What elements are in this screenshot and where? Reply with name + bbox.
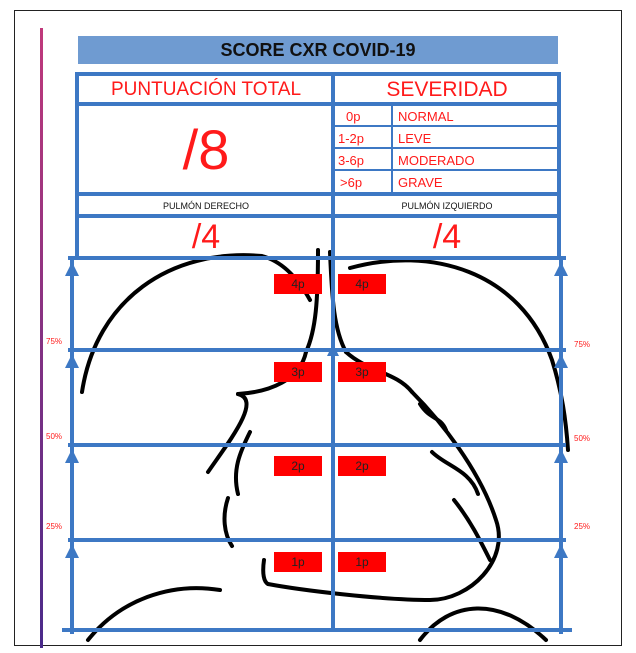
severity-points: 0p — [346, 106, 360, 126]
zone-4-right-badge: 4p — [274, 274, 322, 294]
severity-points: >6p — [340, 172, 362, 192]
zone-3-left-badge: 3p — [338, 362, 386, 382]
right-lung-score: /4 — [80, 218, 332, 256]
severity-label: GRAVE — [398, 172, 443, 192]
arrowhead — [554, 544, 568, 558]
percent-label-right: 75% — [574, 340, 590, 349]
left-lung-label: PULMÓN IZQUIERDO — [336, 196, 558, 216]
hilum-lines — [225, 432, 268, 584]
arrowhead — [554, 262, 568, 276]
severity-label: NORMAL — [398, 106, 454, 126]
trachea-left — [306, 250, 318, 352]
left-lung-score: /4 — [336, 218, 558, 256]
severity-label: LEVE — [398, 128, 431, 148]
arrowhead — [554, 449, 568, 463]
zone-1-left-badge: 1p — [338, 552, 386, 572]
arrowhead — [65, 544, 79, 558]
percent-label-left: 50% — [46, 432, 62, 441]
severity-points: 3-6p — [338, 150, 364, 170]
total-score-header: PUNTUACIÓN TOTAL — [80, 76, 332, 104]
right-lung-label: PULMÓN DERECHO — [80, 196, 332, 216]
diaphragm-left — [420, 608, 546, 640]
severity-points: 1-2p — [338, 128, 364, 148]
arrowhead — [65, 354, 79, 368]
zone-2-left-badge: 2p — [338, 456, 386, 476]
total-score-value: /8 — [80, 106, 332, 192]
severity-header: SEVERIDAD — [336, 76, 558, 104]
percent-label-left: 75% — [46, 337, 62, 346]
percent-label-right: 50% — [574, 434, 590, 443]
severity-label: MODERADO — [398, 150, 475, 170]
zone-4-left-badge: 4p — [338, 274, 386, 294]
percent-label-right: 25% — [574, 522, 590, 531]
diagram-title: SCORE CXR COVID-19 — [78, 36, 558, 64]
percent-label-left: 25% — [46, 522, 62, 531]
diaphragm-right — [88, 588, 220, 640]
arrowhead — [554, 354, 568, 368]
zone-2-right-badge: 2p — [274, 456, 322, 476]
arrowhead — [65, 449, 79, 463]
zone-1-right-badge: 1p — [274, 552, 322, 572]
arrowhead — [65, 262, 79, 276]
zone-3-right-badge: 3p — [274, 362, 322, 382]
